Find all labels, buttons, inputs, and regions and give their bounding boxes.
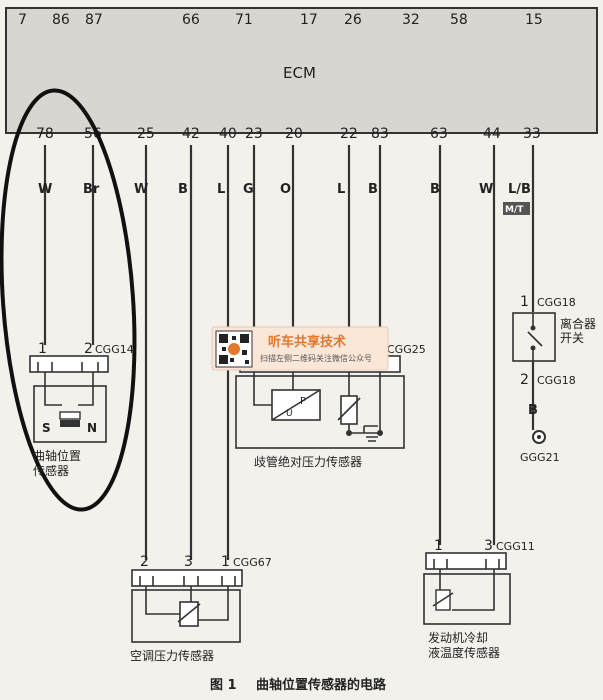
map-element-u: U	[286, 409, 293, 419]
ecm-bottom-pin: 25	[137, 126, 155, 142]
clutch-switch-name-1: 离合器	[560, 316, 596, 331]
ground-terminal-center	[537, 435, 541, 439]
clutch-connector-bottom: CGG18	[537, 374, 576, 387]
watermark-box	[211, 326, 389, 371]
map-ground-symbol	[366, 436, 378, 442]
coolant-element-diag	[432, 592, 454, 607]
crank-connector-latch	[37, 362, 99, 372]
coolant-sensor-name-2: 液温度传感器	[428, 645, 500, 660]
ecm-top-pin: 86	[52, 12, 70, 28]
coolant-pin-3: 3	[484, 538, 493, 554]
clutch-switch-name-2: 开关	[560, 331, 584, 345]
wire-color-code: G	[243, 182, 254, 197]
watermark-logo-icon	[228, 343, 240, 355]
ac-sensor-wiring	[145, 586, 229, 621]
watermark-subtitle: 扫描左侧二维码关注微信公众号	[260, 353, 372, 363]
crank-magnet-top	[59, 411, 81, 420]
ecm-bottom-pin: 40	[219, 126, 237, 142]
map-sensor-name: 歧管绝对压力传感器	[254, 454, 362, 469]
mt-tag-box	[503, 202, 530, 215]
wire-color-code: Br	[83, 182, 100, 197]
ecm-label: ECM	[283, 64, 316, 82]
crank-pole-s: S	[42, 421, 51, 435]
ac-sensor-name: 空调压力传感器	[130, 648, 214, 663]
map-connector-id: CGG25	[387, 343, 426, 356]
ecm-top-pin: 66	[182, 12, 200, 28]
ac-connector-latch	[139, 576, 236, 586]
coolant-connector-id: CGG11	[496, 540, 535, 553]
crank-sensor-name-1: 曲轴位置	[33, 448, 81, 463]
wire-color-code: B	[178, 182, 188, 197]
crank-pole-n: N	[87, 421, 97, 435]
ecm-top-pin: 58	[450, 12, 468, 28]
ecm-top-pin: 87	[85, 12, 103, 28]
coolant-connector	[425, 552, 507, 570]
crank-connector-id: CGG14	[95, 343, 134, 356]
crank-magnet-bottom	[60, 420, 80, 427]
ecm-bottom-pin: 83	[371, 126, 389, 142]
ecm-bottom-pin: 20	[285, 126, 303, 142]
ecm-top-pin: 7	[18, 12, 27, 28]
crank-highlight-ellipse	[0, 88, 137, 512]
ecm-top-pin: 26	[344, 12, 362, 28]
ecm-bottom-pin: 63	[430, 126, 448, 142]
wire-color-code: B	[368, 182, 378, 197]
wire-color-code: W	[38, 182, 52, 197]
caption-title: 曲轴位置传感器的电路	[256, 677, 387, 693]
wire-color-code: W	[134, 182, 148, 197]
wire-color-code: L/B	[508, 182, 531, 197]
ecm-top-pin: 15	[525, 12, 543, 28]
ecm-top-pin: 71	[235, 12, 253, 28]
ac-element-diag	[177, 603, 201, 623]
caption-figure-number: 图 1	[210, 678, 237, 693]
ac-pin: 3	[184, 554, 193, 570]
ecm-bottom-pin: 23	[245, 126, 263, 142]
coolant-connector-latch	[433, 559, 500, 569]
map-junction	[377, 430, 383, 436]
coolant-sensor-wiring	[439, 569, 495, 611]
watermark-title: 听车共享技术	[268, 334, 346, 350]
wire-color-code: L	[217, 182, 225, 197]
coolant-pin-1: 1	[434, 538, 443, 554]
clutch-wire-color: B	[528, 403, 538, 418]
ac-pin: 1	[221, 554, 230, 570]
map-element-p: P	[300, 396, 306, 407]
clutch-switch-pivot	[530, 345, 536, 351]
ecm-bottom-pin: 44	[483, 126, 501, 142]
coolant-sensor-name-1: 发动机冷却	[428, 630, 488, 645]
mt-tag: M/T	[505, 205, 524, 215]
ecm-box	[5, 7, 598, 134]
ecm-bottom-pin: 33	[523, 126, 541, 142]
map-resistor-diag	[337, 397, 361, 421]
ac-connector	[131, 569, 243, 587]
clutch-connector-top: CGG18	[537, 296, 576, 309]
crank-connector	[29, 355, 109, 373]
map-sensor-element-diag	[271, 389, 321, 421]
ground-label: GGG21	[520, 451, 560, 464]
clutch-pin-2: 2	[520, 372, 529, 388]
crank-sensor-name-2: 传感器	[33, 463, 69, 478]
wire-color-code: O	[280, 182, 291, 197]
ac-connector-id: CGG67	[233, 556, 272, 569]
wire-color-code: W	[479, 182, 493, 197]
ecm-bottom-pin: 42	[182, 126, 200, 142]
crank-pin-1: 1	[38, 341, 47, 357]
map-junction	[346, 430, 352, 436]
clutch-switch-pivot	[530, 325, 536, 331]
ecm-bottom-pin: 78	[36, 126, 54, 142]
ecm-top-pin: 17	[300, 12, 318, 28]
ecm-top-pin: 32	[402, 12, 420, 28]
crank-sensor-wiring	[44, 372, 94, 406]
wire-color-code: L	[337, 182, 345, 197]
wire-color-code: B	[430, 182, 440, 197]
ac-pin: 2	[140, 554, 149, 570]
ecm-bottom-pin: 22	[340, 126, 358, 142]
crank-pin-2: 2	[84, 341, 93, 357]
clutch-pin-1: 1	[520, 294, 529, 310]
